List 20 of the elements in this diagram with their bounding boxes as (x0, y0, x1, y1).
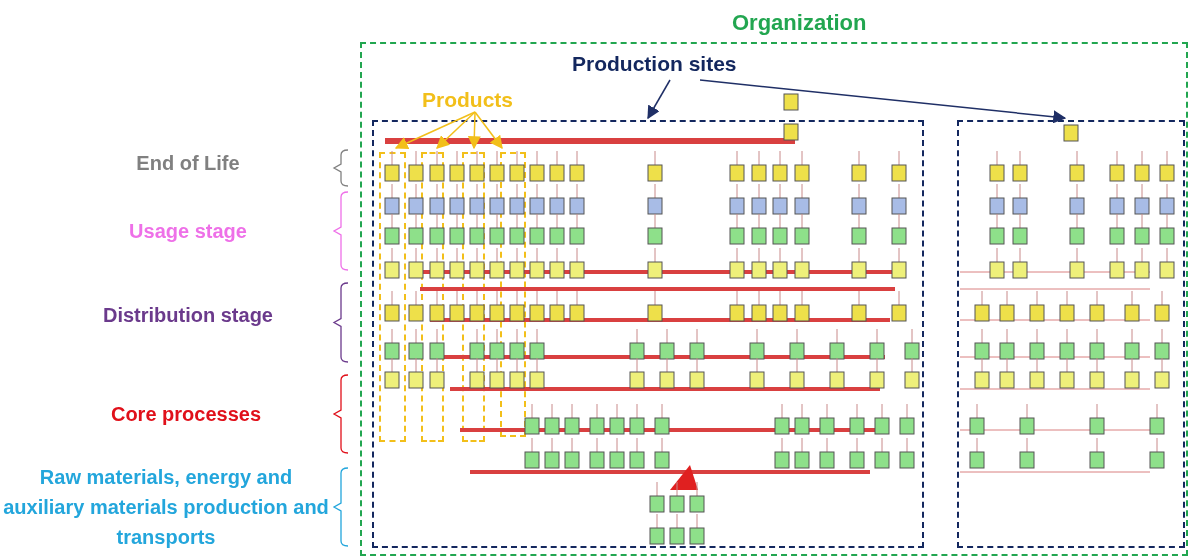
site-frame (372, 120, 924, 548)
arrow (436, 111, 476, 149)
stage-label: End of Life (135, 151, 241, 176)
arrow (394, 111, 476, 150)
product-column-frame (500, 152, 526, 437)
product-column-frame (462, 152, 485, 442)
arrow (467, 111, 481, 150)
callout-label: Production sites (572, 52, 737, 76)
arrow (474, 111, 503, 150)
group-heading: Organization (732, 10, 867, 36)
arrow (647, 79, 671, 120)
callout-label: Products (422, 88, 513, 112)
product-column-frame (379, 152, 406, 442)
product-column-frame (421, 152, 444, 442)
stage-label: Core processes (109, 402, 263, 427)
arrow (699, 79, 1067, 124)
site-frame (957, 120, 1185, 548)
stage-label: Usage stage (128, 219, 248, 244)
stage-label: Raw materials, energy and auxiliary materials production and transports (2, 465, 330, 550)
stage-label: Distribution stage (102, 303, 274, 328)
